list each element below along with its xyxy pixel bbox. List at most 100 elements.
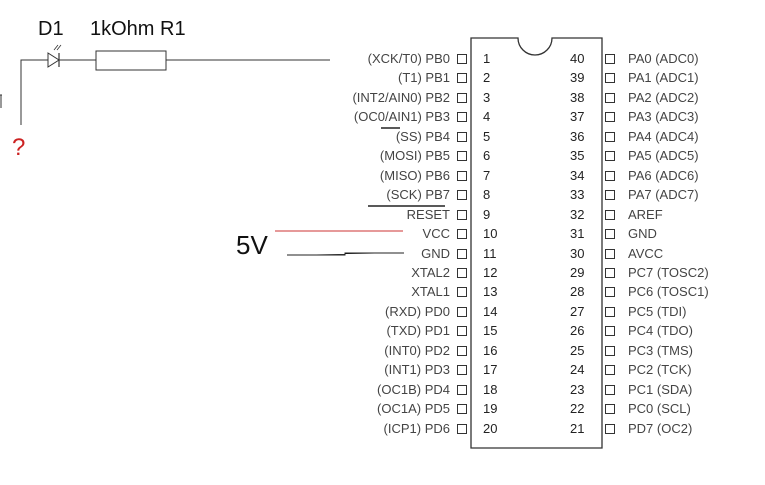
left-pin-label-14: (RXD) PD0 (384, 303, 450, 319)
left-pin-label-7: (MISO) PB6 (379, 167, 450, 183)
right-pin-label-31: GND (628, 226, 657, 242)
input-wire (20, 59, 44, 125)
pin-number-38: 38 (570, 89, 585, 105)
pin-number-40: 40 (570, 51, 585, 66)
pin-13-box (457, 287, 467, 298)
left-pin-label-17: (INT1) PD3 (384, 362, 450, 378)
pin-35-box (605, 151, 615, 162)
pin-number-22: 22 (570, 401, 585, 417)
left-pin-label-15: (TXD) PD1 (386, 323, 450, 339)
left-pin-label-3: (INT2/AIN0) PB2 (352, 89, 450, 105)
pin-23-box (605, 384, 615, 395)
ic-body (470, 37, 603, 449)
supply-voltage-label: 5V (236, 230, 268, 260)
pin-19-box (457, 404, 467, 415)
pin-16-box (457, 345, 467, 356)
left-pin-label-6: (MOSI) PB5 (379, 148, 450, 164)
pin-number-7: 7 (483, 167, 491, 183)
left-pin-label-19: (OC1A) PD5 (377, 401, 450, 417)
pin-number-9: 9 (483, 206, 491, 222)
left-pin-label-9: RESET (406, 206, 450, 222)
pin-number-15: 15 (483, 323, 498, 339)
pin-number-26: 26 (570, 323, 585, 339)
left-pin-label-8: (SCK) PB7 (386, 187, 450, 203)
right-pin-label-37: PA3 (ADC3) (628, 109, 699, 125)
right-pin-label-29: PC7 (TOSC2) (628, 264, 709, 280)
pin-6-box (457, 151, 467, 162)
resistor-label: 1kOhm R1 (90, 18, 186, 40)
pin-number-37: 37 (570, 109, 585, 125)
left-pin-label-13: XTAL1 (411, 284, 450, 300)
pin-34-box (605, 170, 615, 181)
pin-number-8: 8 (483, 187, 491, 203)
right-pin-label-23: PC1 (SDA) (628, 381, 693, 397)
pin-number-1: 1 (483, 51, 491, 66)
pin-11-box (457, 248, 467, 259)
left-pin-label-10: VCC (422, 226, 450, 242)
pin-number-36: 36 (570, 128, 585, 144)
pin-40-box (605, 54, 615, 64)
right-pin-label-21: PD7 (OC2) (628, 420, 693, 436)
pin-number-13: 13 (483, 284, 498, 300)
pin-4-box (457, 112, 467, 123)
pin-number-10: 10 (483, 226, 498, 242)
pin-number-3: 3 (483, 89, 491, 105)
pin-20-box (457, 423, 467, 434)
pin-28-box (605, 287, 615, 298)
pin-3-box (457, 92, 467, 103)
left-pin-label-12: XTAL2 (411, 264, 450, 280)
left-pin-label-20: (ICP1) PD6 (383, 420, 450, 436)
pin-number-33: 33 (570, 187, 585, 203)
pin-number-17: 17 (483, 362, 498, 378)
pin-36-box (605, 131, 615, 142)
pin-number-16: 16 (483, 342, 498, 358)
pin-24-box (605, 365, 615, 376)
left-pin-label-1: (XCK/T0) PB0 (367, 51, 450, 66)
pin-number-20: 20 (483, 420, 498, 436)
right-pin-label-28: PC6 (TOSC1) (628, 284, 709, 300)
diode-label: D1 (38, 18, 64, 40)
right-pin-label-22: PC0 (SCL) (628, 401, 691, 417)
right-pin-label-32: AREF (628, 206, 663, 222)
pin-number-6: 6 (483, 148, 491, 164)
right-pin-label-26: PC4 (TDO) (628, 323, 693, 339)
left-pin-label-18: (OC1B) PD4 (377, 381, 450, 397)
pin-37-box (605, 112, 615, 123)
left-pin-label-11: GND (421, 245, 450, 261)
pin-17-box (457, 365, 467, 376)
pin-12-box (457, 267, 467, 278)
pin-26-box (605, 326, 615, 337)
pin-18-box (457, 384, 467, 395)
resistor-symbol (95, 50, 167, 71)
pin-8-box (457, 190, 467, 201)
right-pin-label-39: PA1 (ADC1) (628, 70, 699, 86)
pin-number-19: 19 (483, 401, 498, 417)
pin-39-box (605, 73, 615, 84)
pin-number-35: 35 (570, 148, 585, 164)
right-pin-label-40: PA0 (ADC0) (628, 51, 699, 66)
left-pin-label-5: (SS) PB4 (395, 128, 450, 144)
pin-number-5: 5 (483, 128, 491, 144)
pin-number-18: 18 (483, 381, 498, 397)
diode-symbol (44, 44, 96, 68)
right-pin-label-33: PA7 (ADC7) (628, 187, 699, 203)
pin-27-box (605, 306, 615, 317)
pin-15-box (457, 326, 467, 337)
pin-29-box (605, 267, 615, 278)
unknown-input-question: ? (12, 134, 26, 161)
right-pin-label-35: PA5 (ADC5) (628, 148, 699, 164)
left-pin-label-4: (OC0/AIN1) PB3 (353, 109, 450, 125)
pin-number-23: 23 (570, 381, 585, 397)
pin-number-25: 25 (570, 342, 585, 358)
partial-wire-edge (0, 94, 2, 108)
pin-number-14: 14 (483, 303, 498, 319)
pin-number-27: 27 (570, 303, 585, 319)
pin-5-box (457, 131, 467, 142)
pin-number-39: 39 (570, 70, 585, 86)
right-pin-label-27: PC5 (TDI) (628, 303, 687, 319)
pin-2-box (457, 73, 467, 84)
right-pin-label-34: PA6 (ADC6) (628, 167, 699, 183)
pin-21-box (605, 423, 615, 434)
pin-1-box (457, 54, 467, 64)
